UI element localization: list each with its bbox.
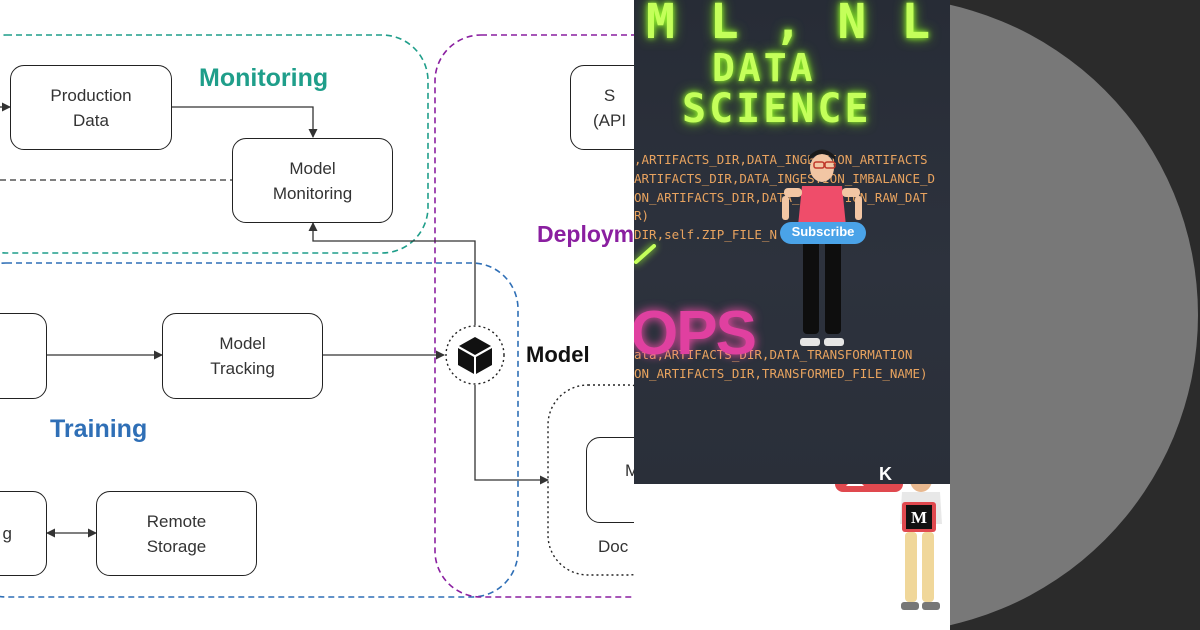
training-title: Training xyxy=(50,415,148,443)
model-label: Model xyxy=(526,342,590,367)
diagram-lines xyxy=(0,34,634,598)
code-line-4: R) xyxy=(634,208,650,223)
code-line-1: ,ARTIFACTS_DIR,DATA_INGESTION_ARTIFACTS xyxy=(634,152,928,167)
monitoring-zone xyxy=(0,34,429,254)
docker-label: Doc xyxy=(598,537,629,556)
thumbnail-panel: M L , N L P DATA SCIENCE ,ARTIFACTS_DIR,… xyxy=(634,0,950,484)
code-line-7: ON_ARTIFACTS_DIR,TRANSFORMED_FILE_NAME) xyxy=(634,366,928,381)
subscribe-button[interactable]: Subscribe xyxy=(791,224,855,239)
circle-decoration xyxy=(950,4,1198,626)
model-tracking-node[interactable]: Model Tracking xyxy=(162,313,323,399)
mascot-illustration xyxy=(835,484,942,610)
thumbnail-title-line-1: M L , N L P xyxy=(646,0,934,50)
code-line-5: DIR,self.ZIP_FILE_N xyxy=(634,227,777,242)
thumbnail-title-line-3: SCIENCE xyxy=(682,86,872,132)
medium-logo-icon: M xyxy=(911,508,928,527)
code-line-6: ata,ARTIFACTS_DIR,DATA_TRANSFORMATION xyxy=(634,347,913,362)
code-line-2: ARTIFACTS_DIR,DATA_INGESTION_IMBALANCE_D xyxy=(634,171,936,186)
character-illustration xyxy=(782,149,862,346)
training-node-partial[interactable] xyxy=(0,313,47,399)
remote-storage-node[interactable]: Remote Storage xyxy=(96,491,257,576)
production-data-node[interactable]: Production Data xyxy=(10,65,172,150)
thumbnail-title-line-2: DATA xyxy=(712,46,816,90)
neon-slash-icon xyxy=(634,244,656,264)
training-zone xyxy=(0,262,519,598)
monitoring-title: Monitoring xyxy=(199,64,329,92)
mascot-area: K M xyxy=(634,464,950,630)
model-node-partial[interactable]: M xyxy=(586,437,634,523)
serving-node-partial[interactable]: S (API xyxy=(570,65,634,150)
deployment-title: Deploym xyxy=(537,221,634,247)
subscribe-pill xyxy=(780,222,866,244)
model-monitoring-node[interactable]: Model Monitoring xyxy=(232,138,393,223)
cube-icon xyxy=(458,337,492,374)
storage-node-partial[interactable]: g xyxy=(0,491,47,576)
thumbnail-graphics xyxy=(634,149,866,346)
deployment-zone xyxy=(434,34,634,598)
k-badge-letter: K xyxy=(879,464,892,484)
architecture-diagram: Monitoring Training Deploym Model Produc… xyxy=(0,34,634,598)
ops-text: OPS xyxy=(634,299,757,368)
docker-zone xyxy=(547,384,634,576)
side-decoration xyxy=(950,0,1200,630)
